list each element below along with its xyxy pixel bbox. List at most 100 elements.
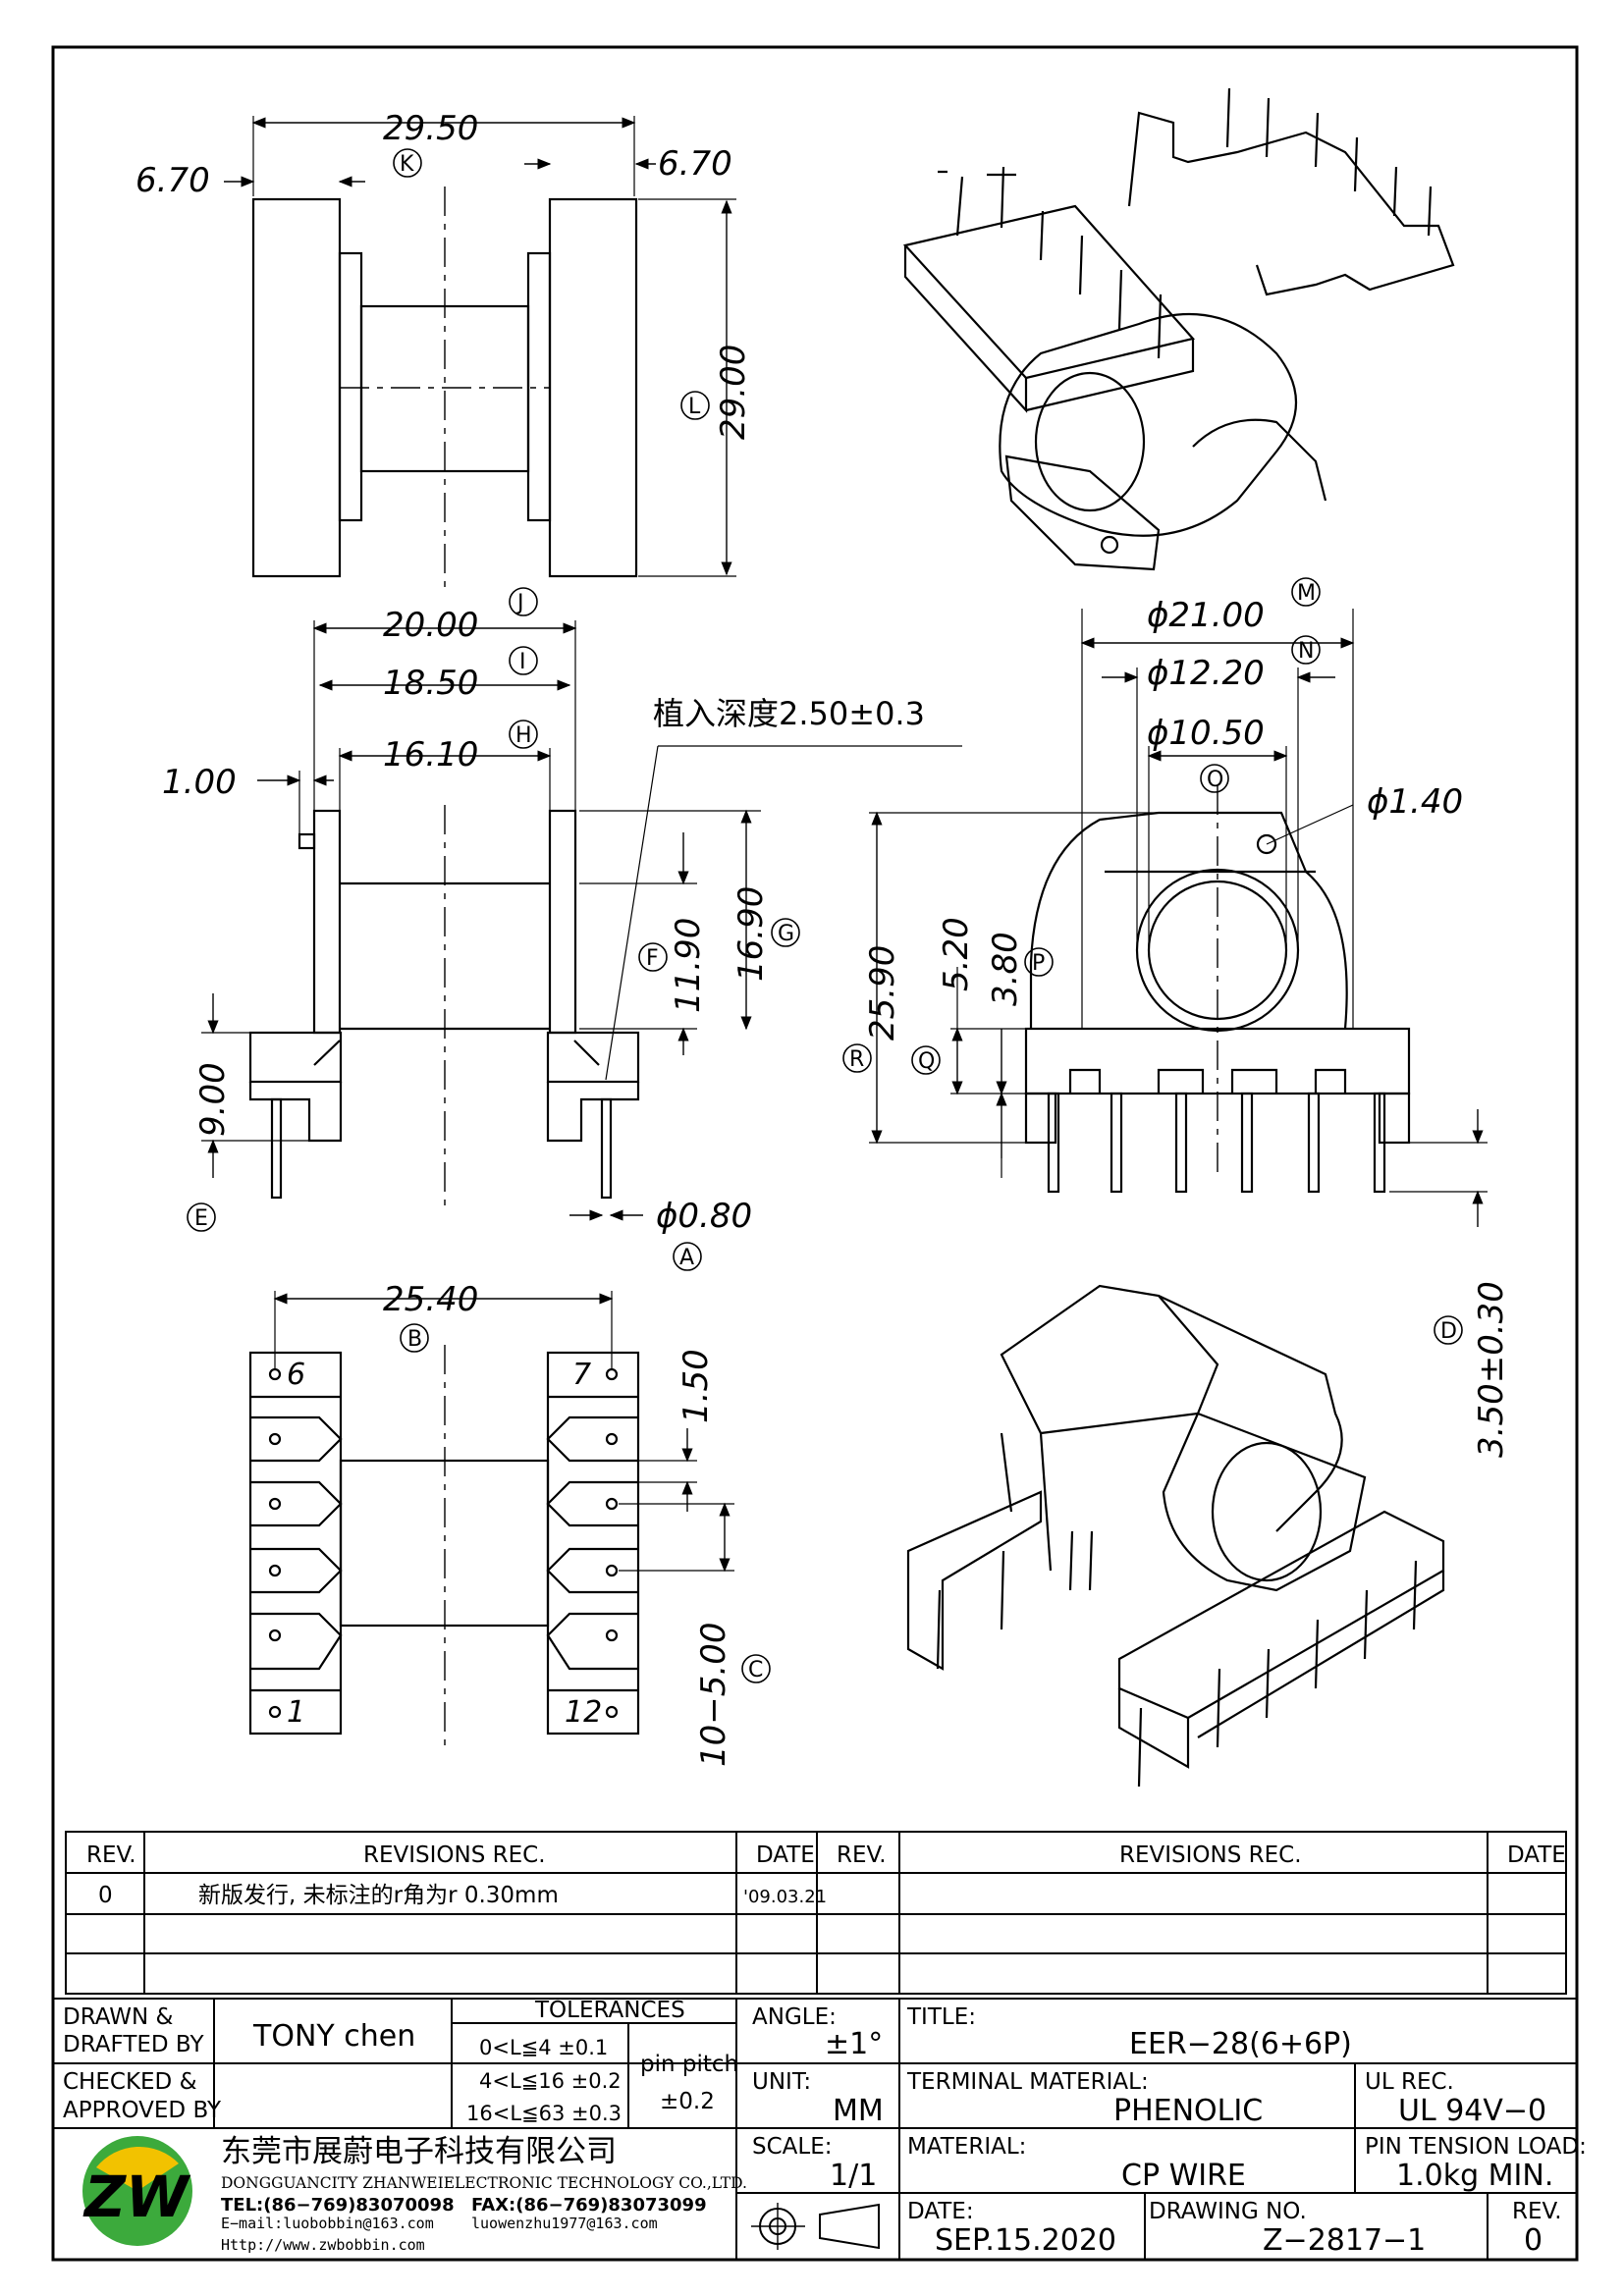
svg-text:L: L <box>688 395 701 419</box>
company-email-2: luowenzhu1977@163.com <box>471 2215 658 2232</box>
dimension-labels: 29.50 6.70 6.70 29.00 20.00 18.50 16.10 … <box>135 109 1511 1767</box>
isometric-view-upper <box>902 87 1455 571</box>
tag-Q: Q <box>911 1045 941 1075</box>
tag-D: D <box>1434 1315 1463 1345</box>
ul-value: UL 94V−0 <box>1398 2094 1546 2128</box>
dim-d1220: ϕ12.20 <box>1147 654 1265 693</box>
svg-text:E: E <box>194 1206 208 1231</box>
dim-pin-length: 3.50±0.30 <box>1472 1281 1511 1458</box>
tag-P: P <box>1024 947 1054 977</box>
tag-C: C <box>741 1654 771 1683</box>
svg-text:N: N <box>1298 639 1314 664</box>
dim-9: 9.00 <box>193 1062 233 1137</box>
unit-label: UNIT: <box>752 2069 811 2095</box>
rev-label: REV. <box>1512 2199 1562 2224</box>
tolerances-label: TOLERANCES <box>534 1998 685 2023</box>
dim-h520: 5.20 <box>937 917 976 991</box>
rec-header-right: REVISIONS REC. <box>1119 1842 1302 1868</box>
unit-value: MM <box>833 2094 884 2128</box>
dim-16: 16.10 <box>383 735 478 774</box>
angle-label: ANGLE: <box>752 2004 837 2030</box>
svg-text:H: H <box>515 723 532 748</box>
projection-symbol-icon <box>751 2203 880 2250</box>
isometric-view-lower <box>906 1284 1445 1788</box>
tag-A: A <box>673 1242 702 1271</box>
scale-value: 1/1 <box>830 2159 877 2193</box>
date-header-left: DATE <box>756 1842 815 1868</box>
rev-header-right: REV. <box>837 1842 887 1868</box>
pin-7-label: 7 <box>572 1358 591 1392</box>
checked-label-1: CHECKED & <box>63 2069 197 2095</box>
tag-M: M <box>1291 577 1321 607</box>
drawn-value: TONY chen <box>252 2019 415 2054</box>
drawing-no-value: Z−2817−1 <box>1263 2223 1426 2258</box>
svg-text:R: R <box>849 1047 864 1072</box>
date-header-right: DATE <box>1507 1842 1566 1868</box>
tag-G: G <box>771 918 800 947</box>
svg-text:C: C <box>748 1658 763 1682</box>
date-value: SEP.15.2020 <box>935 2223 1116 2258</box>
dim-flange-right: 6.70 <box>658 144 732 184</box>
dim-pitch: 10−5.00 <box>694 1623 733 1767</box>
dim-1190: 11.90 <box>669 918 708 1013</box>
material-label: MATERIAL: <box>907 2134 1026 2160</box>
terminal-label: TERMINAL MATERIAL: <box>906 2069 1149 2095</box>
tolerance-2: 4<L≦16 ±0.2 <box>479 2069 622 2093</box>
tag-O: O <box>1200 764 1229 793</box>
checked-label-2: APPROVED BY <box>63 2098 222 2123</box>
angle-value: ±1° <box>825 2027 883 2061</box>
company-tel: TEL:(86−769)83070098 <box>221 2195 455 2216</box>
tag-N: N <box>1291 635 1321 665</box>
dim-span: 25.40 <box>383 1280 478 1319</box>
pin-tension-value: 1.0kg MIN. <box>1396 2159 1553 2193</box>
tolerance-1: 0<L≦4 ±0.1 <box>479 2036 608 2059</box>
tolerance-3: 16<L≦63 ±0.3 <box>466 2102 622 2125</box>
svg-text:A: A <box>679 1246 694 1270</box>
side-view <box>201 620 962 1221</box>
material-value: CP WIRE <box>1121 2159 1246 2193</box>
tag-H: H <box>509 720 538 749</box>
svg-text:D: D <box>1440 1319 1457 1344</box>
revisions-table: REV. REVISIONS REC. DATE REV. REVISIONS … <box>65 1831 1567 1995</box>
date-label: DATE: <box>907 2199 974 2224</box>
tag-I: I <box>509 646 538 675</box>
company-website: Http://www.zwbobbin.com <box>221 2236 425 2254</box>
pin-1-label: 1 <box>287 1695 305 1730</box>
rev-row-date: '09.03.21 <box>743 1887 827 1907</box>
svg-text:F: F <box>646 946 659 971</box>
svg-text:Q: Q <box>918 1049 935 1074</box>
drawn-label-2: DRAFTED BY <box>63 2032 204 2057</box>
svg-text:J: J <box>515 591 524 615</box>
rev-row-rec: 新版发行, 未标注的r角为r 0.30mm <box>198 1883 559 1908</box>
reference-tags: K L J I H F G E A M N O R Q P D B C <box>187 148 1463 1683</box>
tag-K: K <box>393 148 422 178</box>
tag-F: F <box>638 942 668 972</box>
svg-text:K: K <box>400 152 414 177</box>
drawn-label-1: DRAWN & <box>63 2004 173 2030</box>
terminal-value: PHENOLIC <box>1113 2094 1263 2128</box>
pin-pitch-value: ±0.2 <box>660 2089 715 2114</box>
dim-pin-dia: ϕ0.80 <box>656 1197 752 1236</box>
dim-d21: ϕ21.00 <box>1147 596 1265 635</box>
svg-text:O: O <box>1207 768 1223 792</box>
dim-flange-left: 6.70 <box>135 161 210 200</box>
tag-L: L <box>680 391 710 420</box>
title-value: EER−28(6+6P) <box>1129 2027 1352 2061</box>
ul-label: UL REC. <box>1365 2069 1454 2095</box>
svg-text:M: M <box>1297 581 1316 606</box>
dim-150: 1.50 <box>677 1349 716 1423</box>
dim-h2590: 25.90 <box>863 945 902 1041</box>
tag-J: J <box>509 587 538 616</box>
dim-1: 1.00 <box>162 763 237 802</box>
svg-text:G: G <box>778 922 794 946</box>
front-view <box>869 609 1488 1227</box>
svg-text:B: B <box>407 1327 422 1352</box>
tag-B: B <box>400 1323 429 1353</box>
dim-h380: 3.80 <box>986 932 1025 1006</box>
pin-tension-label: PIN TENSION LOAD: <box>1365 2134 1587 2160</box>
insert-depth-note: 植入深度2.50±0.3 <box>653 695 925 732</box>
company-logo-icon: ZW <box>82 2136 192 2246</box>
company-name-cn: 东莞市展蔚电子科技有限公司 <box>221 2134 617 2169</box>
dim-d1050: ϕ10.50 <box>1147 714 1265 753</box>
